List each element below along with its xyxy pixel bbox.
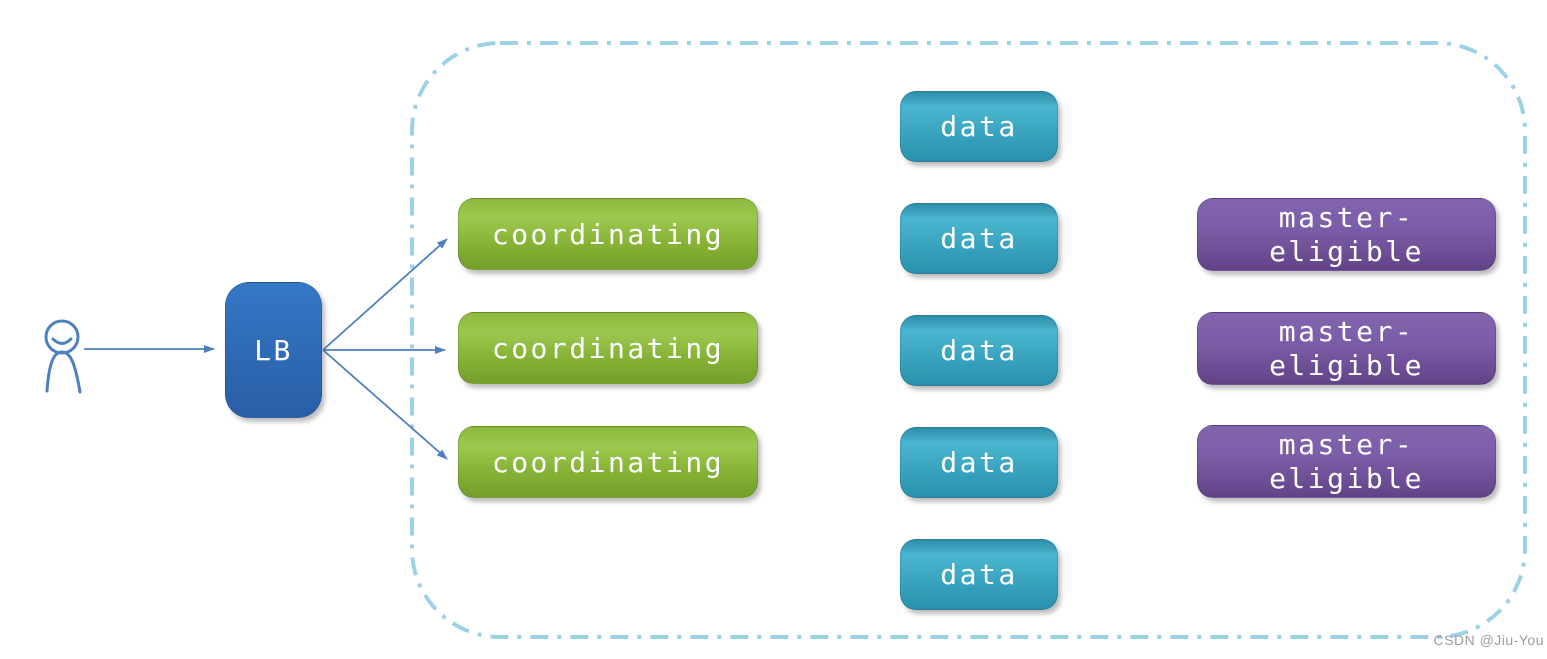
arrow-lb-to-coordinating-3 (322, 349, 448, 460)
arrow-lb-to-coordinating-1 (322, 238, 448, 351)
watermark: CSDN @Jiu-You (1433, 632, 1544, 648)
data-node-3: data (900, 315, 1058, 386)
master-eligible-node-1-starred: master- eligible (1197, 198, 1496, 271)
master-eligible-label: master- eligible (1269, 314, 1424, 382)
data-node-4: data (900, 427, 1058, 498)
data-node-1: data (900, 91, 1058, 162)
master-eligible-node-2: master- eligible (1197, 312, 1496, 385)
data-node-2: data (900, 203, 1058, 274)
user-icon (44, 319, 82, 394)
coordinating-node-3: coordinating (458, 426, 758, 498)
master-eligible-label: master- eligible (1269, 427, 1424, 495)
lb-node: LB (225, 282, 322, 418)
data-node-5: data (900, 539, 1058, 610)
coordinating-node-2: coordinating (458, 312, 758, 384)
master-eligible-label: master- eligible (1269, 200, 1424, 268)
coordinating-node-1: coordinating (458, 198, 758, 270)
master-eligible-node-3: master- eligible (1197, 425, 1496, 498)
